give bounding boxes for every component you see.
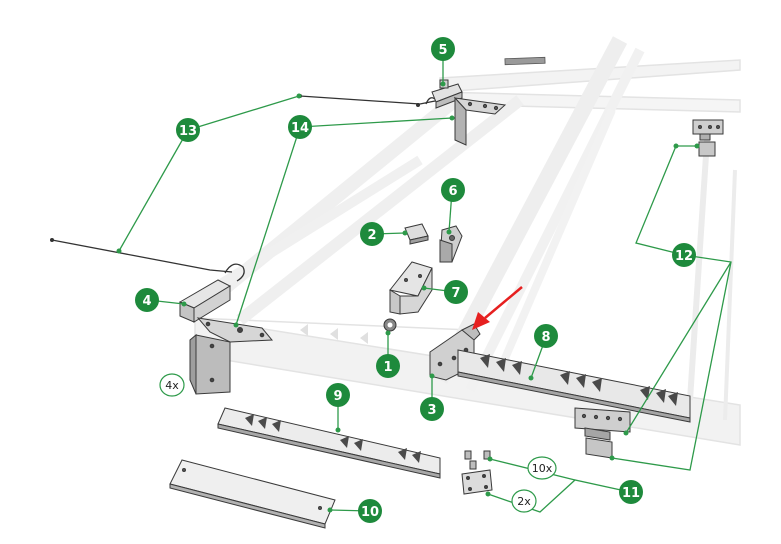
- red-arrow-indicator: [472, 286, 523, 330]
- part-13-cable: [51, 95, 441, 282]
- callout-9: 9: [326, 383, 350, 407]
- svg-text:4: 4: [142, 294, 151, 309]
- svg-text:8: 8: [541, 330, 550, 345]
- part-4-left-housing: [178, 279, 232, 323]
- svg-text:10: 10: [361, 505, 379, 520]
- part-11-plates: [461, 469, 493, 495]
- svg-text:1: 1: [383, 360, 392, 375]
- part-8-serrated-plate: [457, 349, 691, 423]
- svg-text:3: 3: [427, 403, 436, 418]
- part-12-bottom-hinge: [574, 407, 631, 459]
- part-6-latch: [439, 225, 463, 263]
- svg-text:2: 2: [367, 228, 376, 243]
- callout-12: 12: [672, 243, 696, 267]
- callout-7: 7: [444, 280, 468, 304]
- part-12-top-hinge: [692, 119, 724, 157]
- svg-text:2x: 2x: [517, 495, 531, 508]
- svg-text:4x: 4x: [165, 379, 179, 392]
- svg-text:7: 7: [451, 286, 460, 301]
- part-14-top-bracket: [453, 96, 507, 146]
- frame-top-bracket: [504, 56, 546, 66]
- callout-13: 13: [176, 118, 200, 142]
- svg-text:5: 5: [438, 43, 447, 58]
- svg-text:11: 11: [622, 486, 640, 501]
- callout-4: 4: [135, 288, 159, 312]
- callout-10: 10: [358, 499, 382, 523]
- callout-6: 6: [441, 178, 465, 202]
- svg-text:6: 6: [448, 184, 457, 199]
- svg-text:12: 12: [675, 249, 693, 264]
- part-10-flat-plate: [169, 459, 336, 529]
- callout-5: 5: [431, 37, 455, 61]
- svg-text:14: 14: [291, 121, 309, 136]
- callout-8: 8: [534, 324, 558, 348]
- part-11-screws: [464, 450, 491, 470]
- callout-3: 3: [420, 397, 444, 421]
- callout-11: 11: [619, 480, 643, 504]
- svg-text:9: 9: [333, 389, 342, 404]
- callout-1: 1: [376, 354, 400, 378]
- callout-14: 14: [288, 115, 312, 139]
- qty-4x: 4x: [159, 373, 185, 397]
- part-1-nut: [383, 318, 397, 332]
- part-2-clip: [404, 223, 429, 245]
- qty-2x: 2x: [511, 489, 537, 513]
- leader-dots: [116, 81, 700, 513]
- part-14-left-bracket: [189, 317, 274, 395]
- svg-text:10x: 10x: [532, 462, 553, 475]
- callout-2: 2: [360, 222, 384, 246]
- svg-text:13: 13: [179, 124, 197, 139]
- part-7-u-channel: [389, 261, 433, 315]
- qty-10x: 10x: [527, 456, 557, 480]
- part-9-serrated-plate: [217, 407, 441, 479]
